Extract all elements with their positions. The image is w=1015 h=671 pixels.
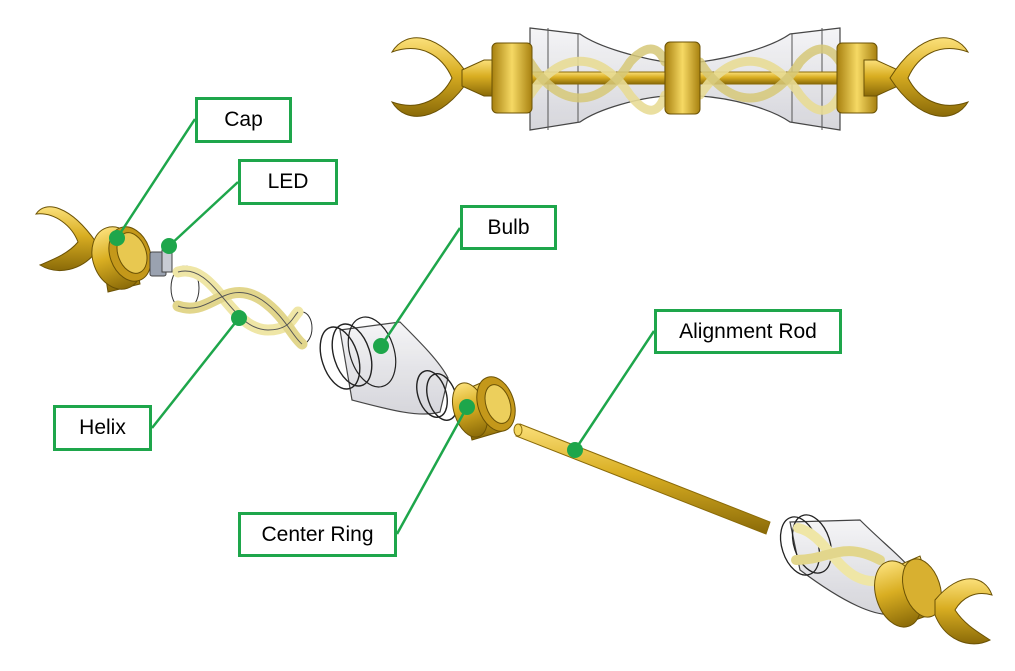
bulb-part <box>319 316 458 421</box>
helix-label: Helix <box>53 405 152 451</box>
center-ring-part <box>451 376 516 441</box>
led-leader <box>168 181 239 247</box>
helix-part <box>170 265 313 350</box>
right-claw <box>889 37 970 117</box>
helix-dot <box>231 310 247 326</box>
cap-claw <box>35 206 97 272</box>
center-ring-leader <box>395 406 469 535</box>
assembled-center-ring <box>664 41 701 115</box>
led-label: LED <box>238 159 338 205</box>
cap-part <box>91 226 152 293</box>
assembled-helix-d <box>695 44 845 103</box>
end-subassembly <box>779 514 993 645</box>
bulb-leader <box>379 227 462 347</box>
assembled-helix-b <box>525 44 670 103</box>
left-claw <box>390 37 471 117</box>
rod-leader <box>573 330 656 451</box>
center-ring-dot <box>459 399 475 415</box>
cap-dot <box>109 230 125 246</box>
assembled-lamp <box>390 27 970 131</box>
alignment-rod-label: Alignment Rod <box>654 309 842 354</box>
left-finial <box>461 59 497 97</box>
bulb-label: Bulb <box>460 205 557 250</box>
bulb-dot <box>373 338 389 354</box>
led-dot <box>161 238 177 254</box>
rod-dot <box>567 442 583 458</box>
cap-leader <box>115 118 197 239</box>
leader-dots <box>109 230 583 458</box>
alignment-rod-part <box>513 423 771 535</box>
assembled-helix-c <box>695 56 845 115</box>
center-ring-label: Center Ring <box>238 512 397 557</box>
assembled-cap-left <box>491 42 533 114</box>
helix-leader <box>151 317 240 429</box>
leader-lines <box>115 118 656 535</box>
cap-label: Cap <box>195 97 292 143</box>
